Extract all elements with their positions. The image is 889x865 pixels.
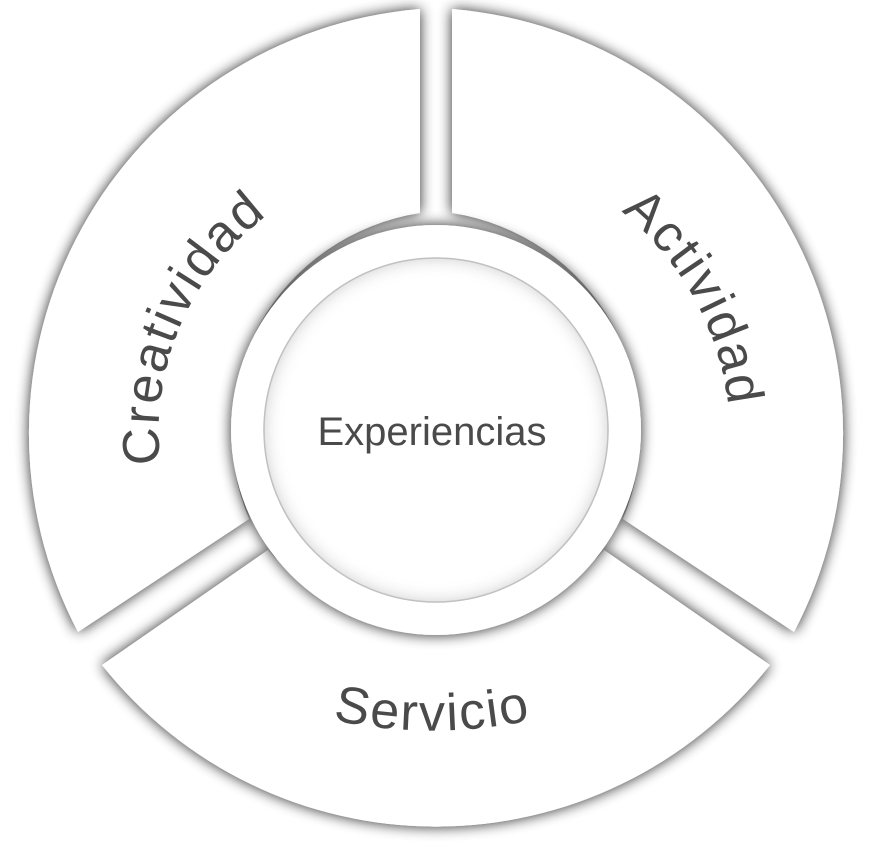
segment-creatividad: [28, 9, 421, 632]
segment-group: [28, 9, 844, 827]
center-label: Experiencias: [317, 410, 546, 454]
segment-actividad: [452, 9, 844, 632]
center-circle: [263, 257, 609, 603]
segment-servicio: [102, 550, 770, 827]
segment-label-servicio: Servicio: [331, 675, 535, 743]
